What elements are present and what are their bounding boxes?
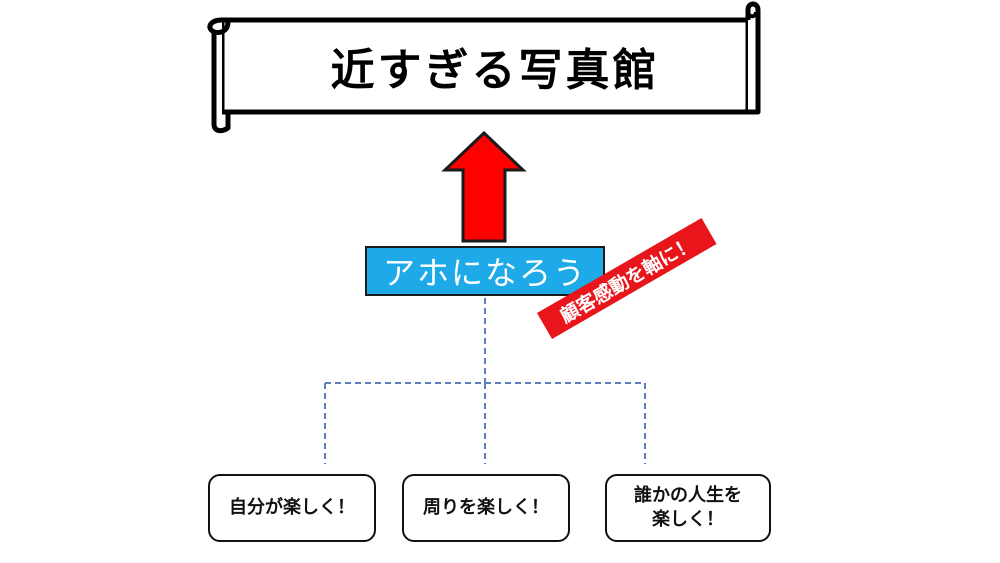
scroll-banner xyxy=(207,1,761,134)
branch-box-3: 誰かの人生を 楽しく！ xyxy=(605,474,771,542)
up-arrow-icon xyxy=(441,130,527,243)
main-node: アホになろう xyxy=(365,246,605,296)
page-title: 近すぎる写真館 xyxy=(330,45,660,96)
branch-box-1: 自分が楽しく！ xyxy=(208,474,376,542)
branch-box-2: 周りを楽しく！ xyxy=(402,474,570,542)
connector-lines xyxy=(324,298,646,464)
